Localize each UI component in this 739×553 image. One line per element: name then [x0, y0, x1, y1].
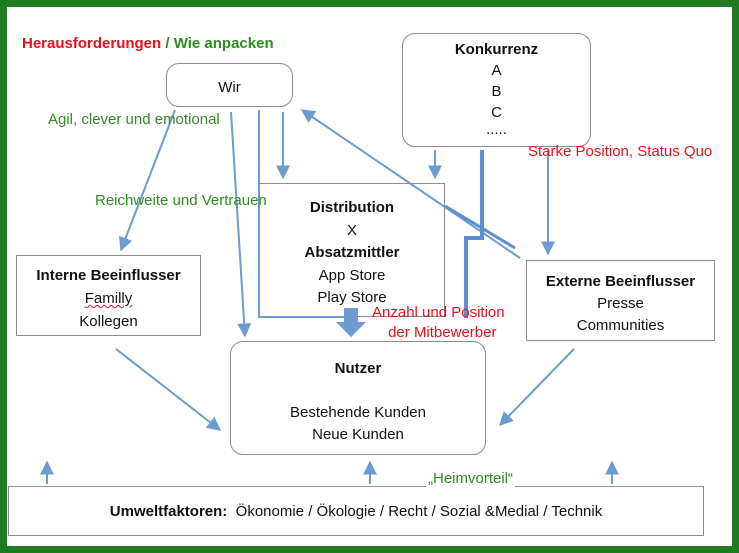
- interne-title: Interne Beeinflusser: [36, 267, 181, 284]
- annotation-anzahl-position: Anzahl und Position der Mitbewerber: [372, 303, 505, 343]
- konkurrenz-title: Konkurrenz: [454, 41, 539, 58]
- distribution-item-app-store: App Store: [318, 266, 386, 284]
- annotation-agil: Agil, clever und emotional: [48, 111, 220, 128]
- thick-line-distribution-externe: [444, 204, 516, 250]
- arrow-wir-to-nutzer: [230, 111, 252, 338]
- konkurrenz-item: .....: [486, 121, 507, 138]
- node-distribution: Distribution X Absatzmittler App Store P…: [259, 183, 445, 317]
- node-wir-label: Wir: [218, 79, 241, 96]
- diagram-title: Herausforderungen / Wie anpacken: [22, 34, 274, 54]
- konkurrenz-item: C: [491, 104, 502, 121]
- node-nutzer: Nutzer Bestehende Kunden Neue Kunden: [230, 341, 486, 455]
- node-umweltfaktoren: Umweltfaktoren: Ökonomie / Ökologie / Re…: [8, 486, 704, 536]
- umwelt-text: Ökonomie / Ökologie / Recht / Sozial &Me…: [235, 503, 603, 520]
- thick-arrow-distribution-to-nutzer: [336, 308, 366, 337]
- externe-item-communities: Communities: [576, 317, 665, 334]
- title-separator: /: [161, 35, 174, 52]
- distribution-x: X: [346, 221, 357, 239]
- thick-line-konkurrenz-distribution: [464, 150, 484, 318]
- externe-item-presse: Presse: [597, 295, 644, 312]
- interne-item-familly: Familly: [84, 290, 133, 307]
- annotation-reichweite: Reichweite und Vertrauen: [95, 192, 267, 209]
- node-konkurrenz: Konkurrenz A B C .....: [402, 33, 591, 147]
- annotation-heimvorteil: „Heimvorteil“: [426, 469, 516, 489]
- nutzer-title: Nutzer: [334, 360, 382, 377]
- nutzer-item-bestehende-kunden: Bestehende Kunden: [290, 404, 426, 421]
- arrow-interne-to-nutzer: [115, 348, 222, 431]
- arrow-externe-to-nutzer: [499, 348, 575, 427]
- externe-title: Externe Beeinflusser: [545, 273, 696, 290]
- interne-item-kollegen: Kollegen: [79, 313, 138, 330]
- konkurrenz-item: A: [491, 62, 502, 79]
- distribution-title: Distribution: [309, 199, 395, 216]
- title-challenges: Herausforderungen: [22, 35, 162, 52]
- umwelt-label: Umweltfaktoren:: [109, 503, 228, 520]
- distribution-item-play-store: Play Store: [317, 289, 387, 306]
- annotation-starke-position: Starke Position, Status Quo: [528, 143, 713, 160]
- annotation-anzahl-line2: der Mitbewerber: [388, 324, 497, 341]
- arrow-wir-distribution-nutzer: [258, 110, 358, 338]
- node-wir: Wir: [166, 63, 293, 107]
- arrow-externe-to-wir: [300, 109, 521, 259]
- distribution-subtitle: Absatzmittler: [304, 244, 400, 261]
- node-interne-beeinflusser: Interne Beeinflusser Familly Kollegen: [16, 255, 201, 336]
- title-approach: Wie anpacken: [173, 35, 274, 52]
- konkurrenz-item: B: [491, 83, 502, 100]
- annotation-anzahl-line1: Anzahl und Position: [372, 304, 505, 321]
- nutzer-item-neue-kunden: Neue Kunden: [312, 426, 404, 443]
- node-externe-beeinflusser: Externe Beeinflusser Presse Communities: [526, 260, 715, 341]
- arrow-wir-to-interne: [119, 109, 176, 252]
